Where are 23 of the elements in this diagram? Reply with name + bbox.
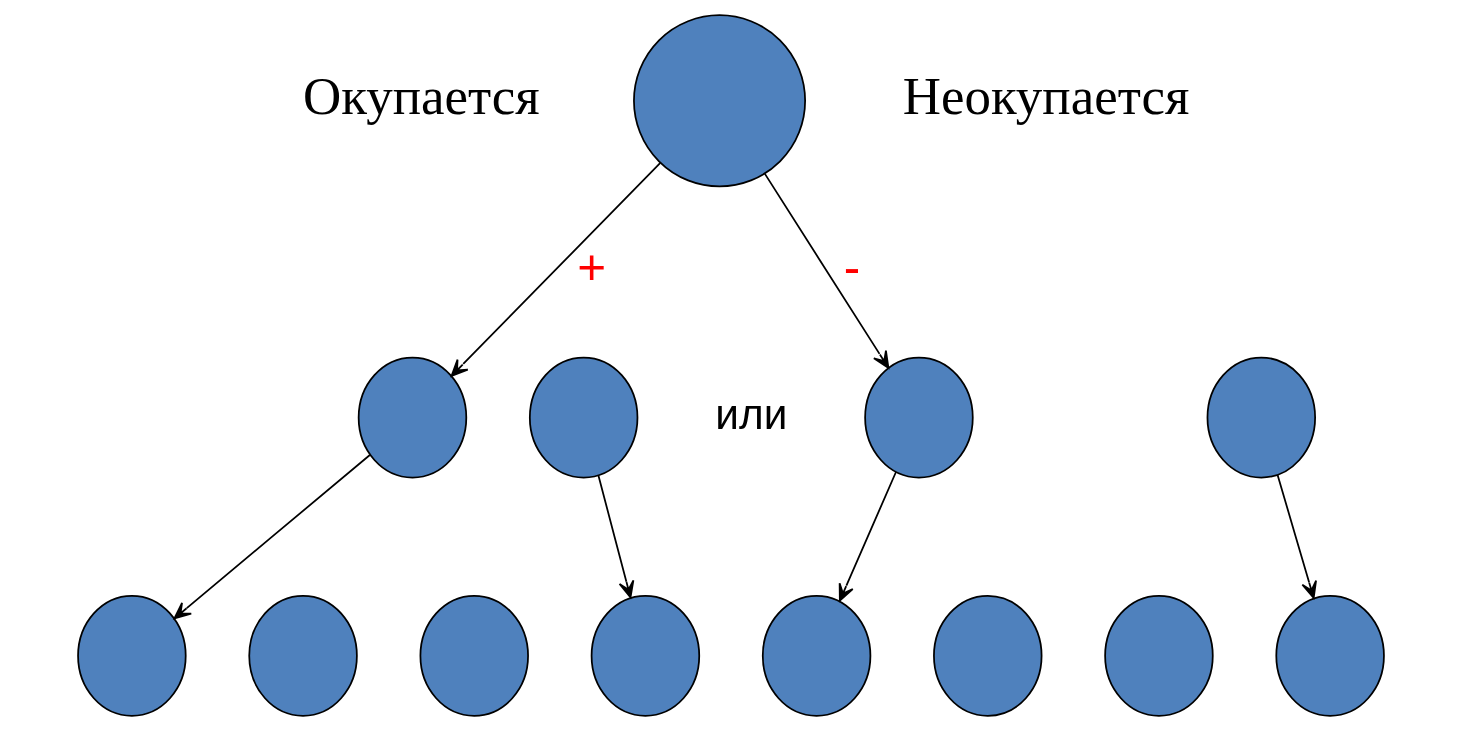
node-circle — [632, 14, 806, 188]
node-circle — [76, 594, 187, 717]
node-circle — [247, 594, 358, 717]
label: Неокупается — [902, 67, 1189, 126]
label: или — [714, 390, 787, 438]
node-circle — [528, 356, 638, 479]
arrow — [173, 454, 371, 620]
edge-label: + — [576, 239, 606, 295]
arrow — [450, 162, 661, 377]
label: Окупается — [302, 67, 540, 126]
arrow — [838, 471, 897, 602]
node-circle — [863, 356, 974, 479]
node-circle — [1103, 594, 1214, 717]
node-circle — [1274, 594, 1385, 717]
edge-label: - — [843, 239, 860, 295]
node-circle — [761, 594, 871, 717]
node-circle — [932, 594, 1042, 717]
arrow — [763, 172, 889, 369]
node-circle — [1206, 356, 1316, 479]
node-circle — [419, 594, 529, 717]
arrow — [1276, 474, 1317, 599]
node-circle — [590, 594, 700, 717]
arrow — [597, 474, 634, 599]
